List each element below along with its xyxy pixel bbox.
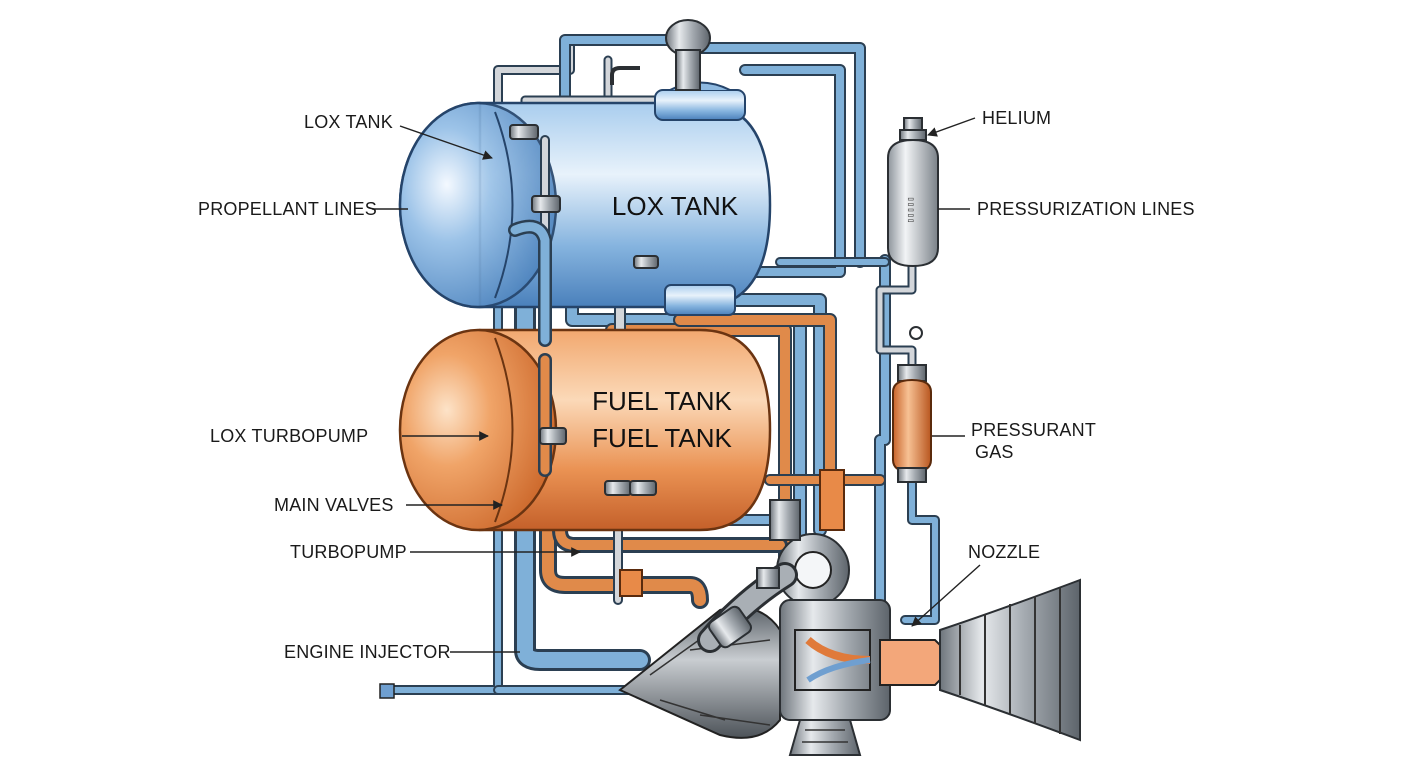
- callout-lox-tank: LOX TANK: [304, 112, 393, 132]
- callout-turbopump: TURBOPUMP: [290, 542, 407, 562]
- callout-pressurant-gas-line2: GAS: [975, 442, 1014, 462]
- lox-tank: LOX TANK: [400, 83, 770, 316]
- helium-bottle: ▯▯▯▯▯: [888, 118, 938, 266]
- fuel-tank: FUEL TANK FUEL TANK: [400, 330, 770, 530]
- fuel-tank-label-2: FUEL TANK: [592, 423, 732, 453]
- callout-engine-injector: ENGINE INJECTOR: [284, 642, 451, 662]
- callout-pressurization-lines: PRESSURIZATION LINES: [977, 199, 1195, 219]
- callout-pressurant-gas-line1: PRESSURANT: [971, 420, 1096, 440]
- callout-helium: HELIUM: [982, 108, 1051, 128]
- callout-nozzle: NOZZLE: [968, 542, 1040, 562]
- top-valve-assembly: [612, 20, 710, 90]
- callout-lox-turbopump: LOX TURBOPUMP: [210, 426, 368, 446]
- svg-text:▯▯▯▯▯: ▯▯▯▯▯: [906, 196, 916, 223]
- callout-propellant-lines: PROPELLANT LINES: [198, 199, 377, 219]
- lox-tank-label: LOX TANK: [612, 191, 739, 221]
- callout-main-valves: MAIN VALVES: [274, 495, 394, 515]
- fuel-tank-label-1: FUEL TANK: [592, 386, 732, 416]
